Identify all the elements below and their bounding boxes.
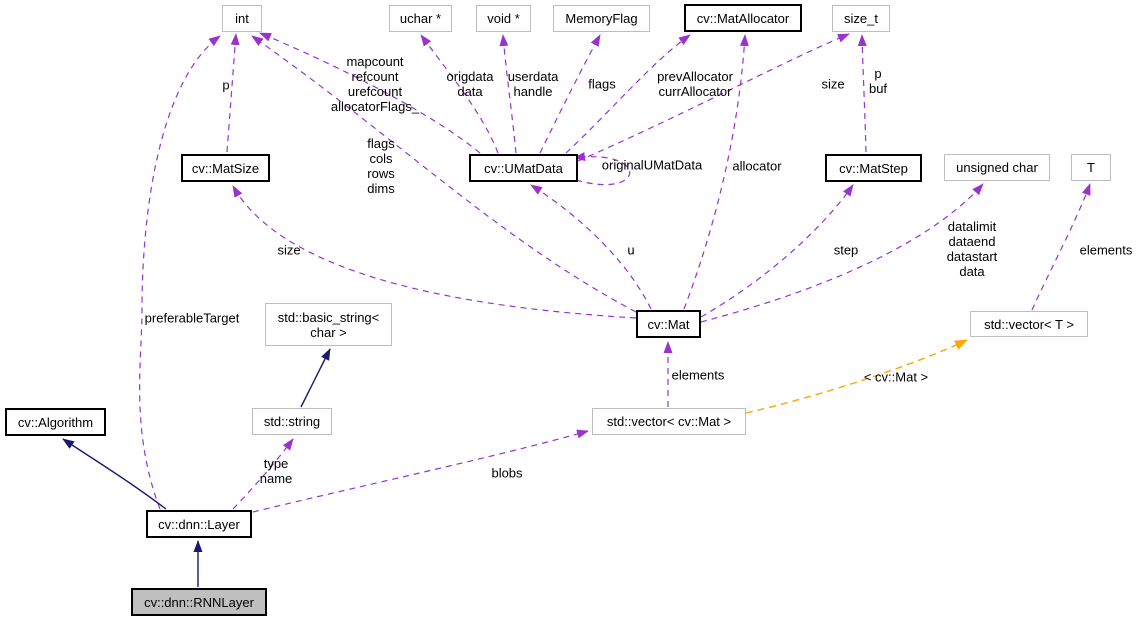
node-unsigned-char: unsigned char <box>944 154 1050 181</box>
edge-umatdata-to-int-mapcount <box>259 32 481 154</box>
node-matallocator[interactable]: cv::MatAllocator <box>684 4 802 32</box>
node-void-ptr: void * <box>476 5 531 32</box>
node-vector-mat: std::vector< cv::Mat > <box>592 408 746 435</box>
edge-mat-to-umatdata-u <box>530 184 652 310</box>
node-mat[interactable]: cv::Mat <box>636 310 701 338</box>
node-basic-string: std::basic_string< char > <box>265 303 392 346</box>
node-rnnlayer: cv::dnn::RNNLayer <box>131 588 267 616</box>
edge-matsize-to-int <box>226 33 240 153</box>
edge-umatdata-to-ucharptr <box>420 34 499 154</box>
edge-string-to-basicstring <box>300 348 331 408</box>
node-size-t: size_t <box>832 5 890 32</box>
edge-umatdata-to-memoryflag <box>539 34 601 154</box>
edge-mat-to-matsize <box>232 185 637 319</box>
edge-layer-to-vectormat-blobs <box>252 429 589 513</box>
node-vector-t: std::vector< T > <box>970 311 1088 337</box>
node-matstep[interactable]: cv::MatStep <box>825 154 922 182</box>
node-matsize[interactable]: cv::MatSize <box>181 154 270 182</box>
node-uchar-ptr: uchar * <box>389 5 452 32</box>
edge-layer-to-string <box>232 438 294 510</box>
edge-layer-to-algorithm <box>62 438 167 510</box>
node-string: std::string <box>252 408 332 435</box>
edge-umatdata-to-sizet <box>577 33 850 162</box>
edge-mat-to-unsignedchar <box>700 183 984 323</box>
edge-umatdata-to-voidptr <box>499 34 517 154</box>
node-t: T <box>1071 154 1111 181</box>
edge-vectormat-to-vectort-template <box>745 339 968 414</box>
edge-umatdata-self-loop <box>573 152 631 186</box>
node-int: int <box>222 5 262 32</box>
node-algorithm[interactable]: cv::Algorithm <box>5 408 106 436</box>
node-memoryflag: MemoryFlag <box>553 5 650 32</box>
edge-vectort-to-t <box>1031 183 1091 311</box>
node-umatdata[interactable]: cv::UMatData <box>469 154 578 182</box>
edge-umatdata-to-matallocator <box>565 34 691 154</box>
edge-mat-to-matallocator <box>683 34 749 310</box>
edge-matstep-to-sizet <box>857 34 867 153</box>
edge-mat-to-matstep <box>700 184 854 318</box>
edge-layer-to-int-preferabletarget <box>139 35 221 510</box>
node-layer[interactable]: cv::dnn::Layer <box>146 510 252 538</box>
edge-mat-to-int-flags <box>251 35 637 313</box>
